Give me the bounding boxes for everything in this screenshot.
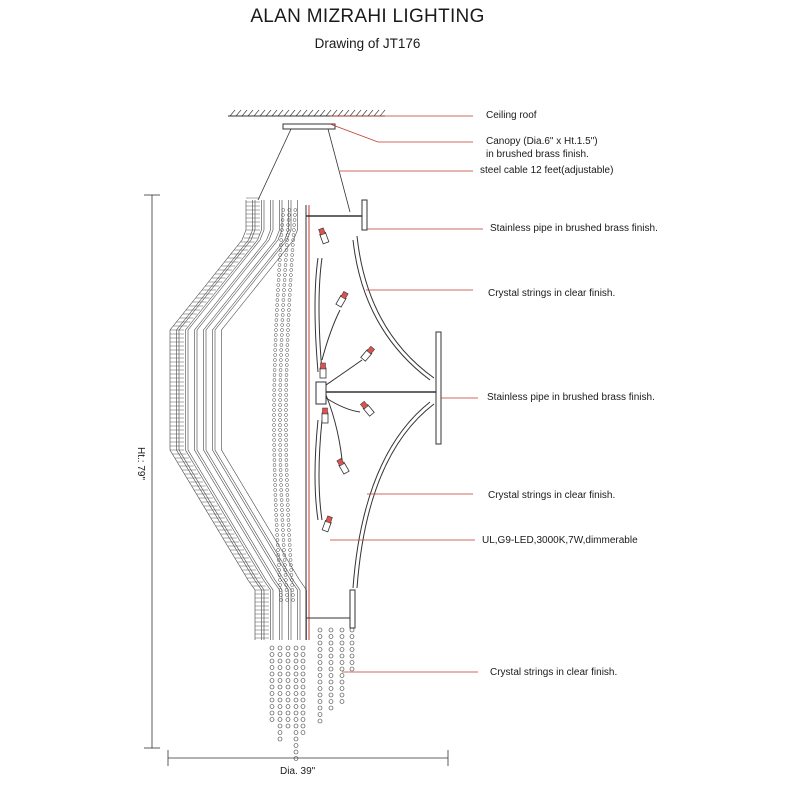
- label-crystal-2: Crystal strings in clear finish.: [488, 490, 616, 501]
- ceiling-roof: [228, 109, 386, 117]
- diameter-dimension-line: [167, 750, 449, 766]
- steel-cable-right: [327, 128, 351, 213]
- label-ceiling-roof: Ceiling roof: [486, 110, 537, 121]
- bottom-stainless-pipe: [306, 589, 356, 629]
- label-pipe-middle: Stainless pipe in brushed brass finish.: [487, 392, 655, 403]
- top-stainless-pipe: [306, 199, 368, 231]
- diameter-dimension-label: Dia. 39": [280, 766, 316, 777]
- label-pipe-top: Stainless pipe in brushed brass finish.: [490, 223, 658, 234]
- label-canopy-size: Canopy (Dia.6" x Ht.1.5"): [486, 136, 598, 147]
- bulb-arms: [314, 257, 363, 521]
- label-steel-cable: steel cable 12 feet(adjustable): [480, 165, 614, 176]
- steel-cable-left: [257, 128, 292, 201]
- label-bulb-spec: UL,G9-LED,3000K,7W,dimmerable: [482, 535, 638, 546]
- height-dimension-line: [144, 194, 160, 749]
- right-crystal-strings: [352, 235, 435, 589]
- callout-leaders: [329, 115, 483, 673]
- led-bulbs: [318, 227, 375, 533]
- middle-stainless-pipe: [315, 331, 442, 445]
- drawing-subtitle: Drawing of JT176: [314, 36, 421, 51]
- drawing-title: ALAN MIZRAHI LIGHTING: [250, 6, 485, 27]
- crystal-bead-strings: [269, 627, 355, 761]
- height-dimension-label: Ht.: 79": [135, 447, 146, 481]
- label-crystal-1: Crystal strings in clear finish.: [488, 288, 616, 299]
- crystal-body-left: [169, 197, 307, 640]
- label-canopy-finish: in brushed brass finish.: [486, 149, 589, 160]
- canopy: [282, 123, 336, 130]
- label-crystal-3: Crystal strings in clear finish.: [490, 667, 618, 678]
